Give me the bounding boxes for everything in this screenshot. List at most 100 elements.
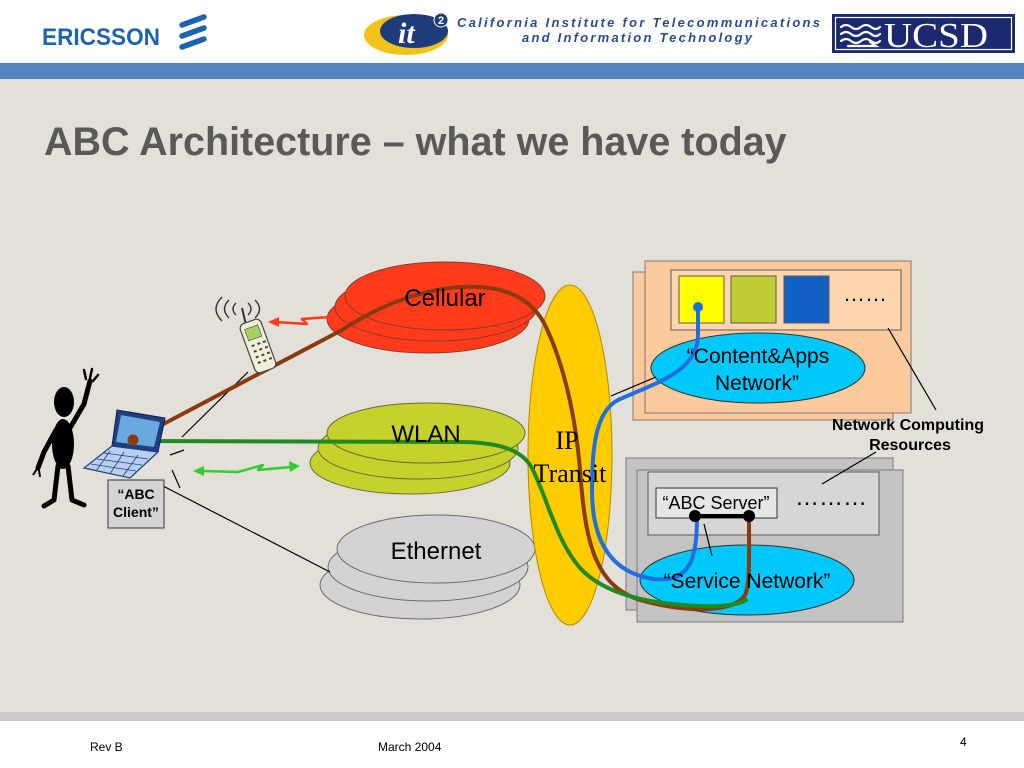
ericsson-wordmark: ERICSSON (42, 24, 160, 51)
ucsd-wave-2 (839, 30, 882, 38)
wlan-network (309, 402, 526, 495)
server-endpoint-dot-left (689, 510, 701, 522)
calit2-mark: it (398, 17, 416, 50)
content-endpoint-dot (693, 302, 703, 312)
cellular-wireless-arrow-icon (268, 315, 331, 327)
ericsson-symbol-icon (179, 14, 207, 50)
connector-client-to-ethernet (162, 485, 331, 573)
abc-server-box (655, 487, 778, 519)
wlan-label: WLAN (391, 421, 460, 448)
ucsd-trident-icon (839, 23, 882, 48)
user-arm-raised (67, 378, 93, 431)
resource-item-yellow (678, 275, 725, 324)
calit2-superscript-badge (433, 12, 449, 28)
ethernet-label: Ethernet (391, 538, 482, 565)
cellular-wireless-arrowhead (268, 317, 279, 327)
user-arm-lowered (35, 427, 59, 471)
wlan-wireless-bolt (202, 463, 292, 474)
user-hand-lowered (32, 468, 41, 478)
cellular-layer-front (344, 261, 546, 331)
ucsd-wave-1 (839, 23, 882, 31)
resource-item-blue (783, 275, 830, 324)
ericsson-bar-bottom (179, 36, 207, 50)
wlan-layer-front (326, 402, 526, 464)
path-wlan (138, 439, 748, 609)
ucsd-wave-3 (839, 37, 882, 45)
ucsd-arrow (846, 40, 880, 48)
user-hand-raised (82, 367, 100, 383)
laptop-mark-2 (171, 469, 181, 489)
content-network-label-line2: Network” (715, 372, 799, 395)
wlan-wireless-arrowhead-right (289, 461, 300, 472)
abc-client-label-line2: Client” (113, 504, 159, 520)
ip-transit-label-line1: IP (555, 426, 578, 455)
connector-label-to-resources (887, 327, 937, 411)
laptop-keys (90, 450, 149, 477)
connector-label-to-servers (821, 451, 877, 485)
user-leg-right (65, 463, 87, 508)
ucsd-logo: UCSD (832, 14, 1015, 55)
footer-revision: Rev B (90, 740, 123, 754)
connector-ip-to-content (610, 376, 657, 397)
laptop-mark-1 (169, 449, 185, 456)
content-apps-network (650, 332, 866, 404)
resources-label-line2: Resources (869, 437, 951, 454)
abc-client-label-line1: “ABC (117, 486, 154, 502)
phone-screen (244, 324, 263, 342)
signal-waves-icon (215, 296, 261, 322)
abc-server-label: “ABC Server” (662, 493, 769, 513)
connector-server-to-service (703, 523, 713, 557)
wlan-wireless-arrow-icon (193, 461, 300, 476)
slide-title: ABC Architecture – what we have today (44, 120, 787, 164)
calit2-oval (380, 14, 448, 48)
footer-divider (0, 712, 1024, 721)
calit2-name-line2: and Information Technology (522, 30, 753, 45)
signal-wave-left-inner (232, 302, 237, 316)
client-endpoint-dot (127, 434, 139, 446)
ucsd-wordmark: UCSD (884, 16, 988, 55)
connector-laptop-to-phone (181, 371, 249, 438)
footer-page-number: 4 (960, 735, 967, 749)
signal-wave-right-middle (254, 299, 261, 319)
cellular-network (326, 261, 546, 354)
phone-body (239, 318, 277, 374)
calit2-superscript: 2 (438, 15, 444, 27)
wlan-wireless-arrowhead-left (193, 466, 204, 476)
ericsson-logo: ERICSSON (42, 14, 207, 51)
signal-wave-left-middle (223, 299, 230, 319)
resources-more-ellipsis: …… (843, 281, 887, 306)
service-network-label: “Service Network” (664, 570, 831, 593)
ip-transit-label-line2: Transit (534, 459, 608, 488)
phone-antenna (241, 307, 247, 326)
ip-transit-network (527, 284, 613, 626)
cell-phone-icon (215, 296, 277, 374)
cellular-wireless-bolt (275, 315, 331, 326)
user-figure-icon (32, 367, 100, 509)
footer-date: March 2004 (378, 740, 442, 754)
signal-wave-left-outer (215, 296, 223, 322)
phone-keypad (251, 340, 273, 365)
content-network-label-line1: “Content&Apps (687, 345, 829, 368)
server-more-ellipsis: ……… (795, 484, 867, 511)
user-leg-left (41, 463, 61, 509)
resource-item-green (730, 275, 777, 324)
laptop-screen (116, 415, 160, 447)
signal-wave-right-inner (247, 302, 252, 316)
calit2-name-line1: California Institute for Telecommunicati… (457, 15, 820, 30)
user-head (54, 387, 74, 417)
cellular-label: Cellular (404, 285, 485, 312)
server-endpoint-dot-right (743, 510, 755, 522)
ucsd-logo-border (834, 16, 1013, 51)
ericsson-bar-top (179, 14, 207, 28)
ethernet-network (319, 514, 536, 620)
header-stripe (0, 63, 1024, 79)
resources-label-line1: Network Computing (832, 417, 984, 434)
calit2-logo: it 2 California Institute for Telecommun… (364, 12, 820, 55)
footer-background (0, 721, 1024, 768)
laptop-icon (82, 409, 166, 479)
path-content (590, 305, 700, 582)
abc-client-box (107, 479, 165, 529)
ericsson-bar-middle (179, 25, 207, 39)
